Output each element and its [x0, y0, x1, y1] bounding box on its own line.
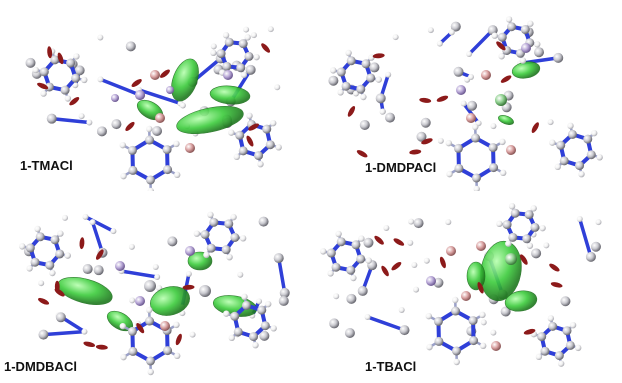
- panel-label: 1-TBACl: [365, 359, 417, 374]
- molecule-render: [320, 203, 602, 367]
- panel-label: 1-TMACl: [20, 158, 73, 173]
- molecule-render: [328, 16, 603, 191]
- panel-1-tbacl: 1-TBACl: [311, 191, 622, 382]
- molecule-render: [25, 26, 282, 191]
- panel-1-dmdbacl: 1-DMDBACl: [0, 191, 311, 382]
- panel-1-dmdpacl: 1-DMDPACl: [311, 0, 622, 191]
- molecule-render: [19, 211, 290, 376]
- panel-label: 1-DMDBACl: [4, 359, 77, 374]
- panel-label: 1-DMDPACl: [365, 160, 437, 175]
- panel-1-tmacl: 1-TMACl: [0, 0, 311, 191]
